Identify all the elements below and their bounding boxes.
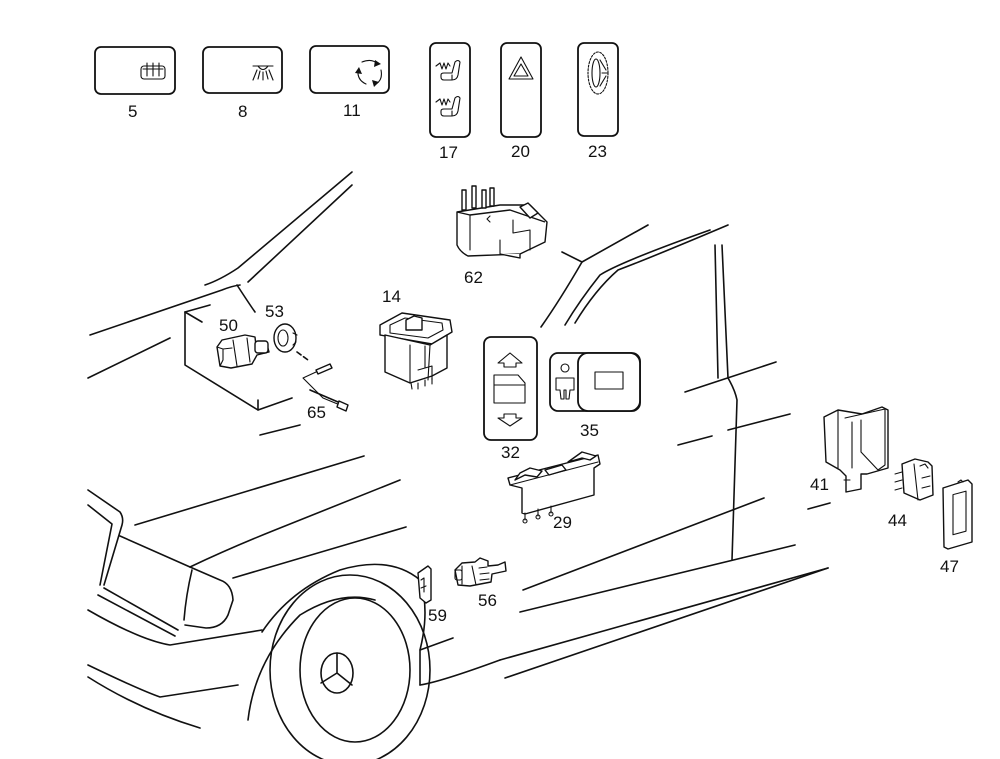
- interior-light-icon: [252, 65, 274, 81]
- label-53: 53: [265, 302, 284, 321]
- child-safety-icon: [555, 363, 575, 400]
- recirculation-icon: [355, 59, 382, 87]
- part-44-switch-insert[interactable]: [894, 458, 934, 501]
- part-62-relay-switch-block[interactable]: [456, 185, 548, 259]
- part-50-hood-switch[interactable]: [216, 334, 270, 369]
- part-14-rocker-switch[interactable]: [379, 312, 453, 390]
- label-56: 56: [478, 591, 497, 610]
- window-up-down-icon: [493, 352, 526, 427]
- label-32: 32: [501, 443, 520, 462]
- part-59-clip[interactable]: [417, 565, 432, 604]
- rear-window-defroster-icon: [140, 62, 166, 80]
- panel-8[interactable]: [202, 46, 283, 94]
- vehicle-outline: [87, 171, 831, 759]
- part-65-wire-lead[interactable]: [296, 351, 349, 412]
- part-41-switch-frame[interactable]: [823, 406, 889, 493]
- label-44: 44: [888, 511, 907, 530]
- label-59: 59: [428, 606, 447, 625]
- seat-heater-icon: [435, 59, 461, 117]
- label-41: 41: [810, 475, 829, 494]
- traction-snow-chain-icon: [587, 51, 609, 95]
- part-56-door-contact-switch[interactable]: [454, 557, 507, 587]
- label-20: 20: [511, 142, 530, 161]
- panel-20[interactable]: [500, 42, 542, 138]
- label-65: 65: [307, 403, 326, 422]
- label-17: 17: [439, 143, 458, 162]
- label-11: 11: [343, 101, 361, 120]
- panel-23[interactable]: [577, 42, 619, 137]
- part-47-switch-cover[interactable]: [942, 479, 973, 550]
- label-23: 23: [588, 142, 607, 161]
- panel-5[interactable]: [94, 46, 176, 95]
- label-29: 29: [553, 513, 572, 532]
- label-5: 5: [128, 102, 137, 121]
- mercedes-star-icon: [320, 652, 354, 694]
- label-8: 8: [238, 102, 247, 121]
- label-14: 14: [382, 287, 401, 306]
- part-32-window-switch-panel[interactable]: [483, 336, 538, 441]
- label-50: 50: [219, 316, 238, 335]
- part-35-child-lock-panel[interactable]: [549, 352, 641, 412]
- panel-11[interactable]: [309, 45, 390, 94]
- label-62: 62: [464, 268, 483, 287]
- part-29-multi-window-switch[interactable]: [507, 451, 601, 524]
- label-47: 47: [940, 557, 959, 576]
- label-35: 35: [580, 421, 599, 440]
- hazard-warning-icon: [508, 56, 534, 80]
- part-labels: 5 8 11 17 20 23 62 14 50 53 65 32 35 29 …: [128, 101, 959, 625]
- part-53-nut[interactable]: [273, 323, 298, 353]
- panel-17[interactable]: [429, 42, 471, 138]
